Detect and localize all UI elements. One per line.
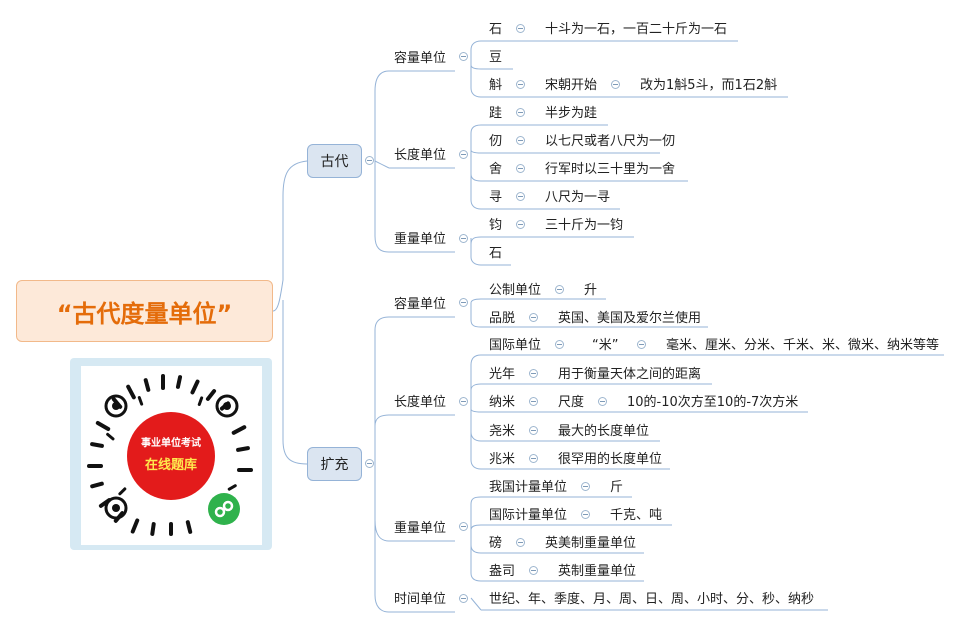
extended-length-item-0-desc[interactable]: “米” — [592, 338, 619, 353]
extended-length-label[interactable]: 长度单位 — [394, 395, 447, 410]
collapse-icon[interactable] — [611, 80, 620, 89]
collapse-ancient-capacity-icon[interactable] — [459, 52, 468, 61]
extended-time-value[interactable]: 世纪、年、季度、月、周、日、周、小时、分、秒、纳秒 — [489, 592, 815, 607]
extended-weight-label[interactable]: 重量单位 — [394, 521, 447, 536]
root-topic[interactable]: “古代度量单位” — [16, 280, 273, 342]
ancient-length-item-3-name[interactable]: 寻 — [489, 190, 503, 205]
extended-weight-item-3-desc[interactable]: 英制重量单位 — [558, 564, 637, 579]
branch-ancient[interactable]: 古代 — [307, 144, 362, 178]
qr-center-line1: 事业单位考试 — [141, 438, 201, 449]
extended-time-label[interactable]: 时间单位 — [394, 592, 447, 607]
extended-weight-item-1-name[interactable]: 国际计量单位 — [489, 508, 568, 523]
collapse-icon[interactable] — [516, 136, 525, 145]
ancient-capacity-item-1-name[interactable]: 豆 — [489, 50, 503, 65]
extended-capacity-item-0-desc[interactable]: 升 — [584, 283, 598, 298]
extended-length-item-2-desc[interactable]: 尺度 — [558, 395, 585, 410]
ancient-capacity-item-0-name[interactable]: 石 — [489, 22, 503, 37]
collapse-icon[interactable] — [529, 566, 538, 575]
collapse-icon[interactable] — [581, 510, 590, 519]
collapse-icon[interactable] — [598, 397, 607, 406]
collapse-icon[interactable] — [637, 340, 646, 349]
collapse-ancient-weight-icon[interactable] — [459, 234, 468, 243]
collapse-icon[interactable] — [529, 397, 538, 406]
collapse-icon[interactable] — [516, 192, 525, 201]
ancient-length-item-1-name[interactable]: 仞 — [489, 134, 503, 149]
extended-length-item-3-name[interactable]: 尧米 — [489, 424, 516, 439]
ancient-capacity-item-0-desc[interactable]: 十斗为一石，一百二十斤为一石 — [545, 22, 728, 37]
collapse-icon[interactable] — [529, 426, 538, 435]
collapse-icon[interactable] — [529, 313, 538, 322]
extended-capacity-item-0-name[interactable]: 公制单位 — [489, 283, 542, 298]
branch-extended[interactable]: 扩充 — [307, 447, 362, 481]
extended-weight-item-2-name[interactable]: 磅 — [489, 536, 503, 551]
collapse-extended-length-icon[interactable] — [459, 397, 468, 406]
ancient-weight-item-0-desc[interactable]: 三十斤为一钧 — [545, 218, 624, 233]
extended-weight-item-3-name[interactable]: 盎司 — [489, 564, 516, 579]
collapse-ancient-icon[interactable] — [365, 156, 374, 165]
extended-length-item-4-desc[interactable]: 很罕用的长度单位 — [558, 452, 663, 467]
extended-weight-item-1-desc[interactable]: 千克、吨 — [610, 508, 663, 523]
collapse-icon[interactable] — [516, 164, 525, 173]
ancient-length-item-3-desc[interactable]: 八尺为一寻 — [545, 190, 611, 205]
qr-code-image — [87, 374, 253, 536]
collapse-icon[interactable] — [516, 220, 525, 229]
ancient-length-item-0-desc[interactable]: 半步为跬 — [545, 106, 598, 121]
extended-capacity-label[interactable]: 容量单位 — [394, 297, 447, 312]
collapse-icon[interactable] — [581, 482, 590, 491]
ancient-capacity-item-2-desc[interactable]: 宋朝开始 — [545, 78, 598, 93]
collapse-icon[interactable] — [529, 454, 538, 463]
collapse-extended-time-icon[interactable] — [459, 594, 468, 603]
ancient-length-item-2-desc[interactable]: 行军时以三十里为一舍 — [545, 162, 676, 177]
ancient-capacity-item-2-detail[interactable]: 改为1斛5斗，而1石2斛 — [640, 78, 778, 93]
ancient-length-label[interactable]: 长度单位 — [394, 148, 447, 163]
collapse-extended-icon[interactable] — [365, 459, 374, 468]
ancient-capacity-item-2-name[interactable]: 斛 — [489, 78, 503, 93]
extended-length-item-0-detail[interactable]: 毫米、厘米、分米、千米、米、微米、纳米等等 — [666, 338, 940, 353]
extended-length-item-1-name[interactable]: 光年 — [489, 367, 516, 382]
collapse-icon[interactable] — [516, 108, 525, 117]
collapse-extended-weight-icon[interactable] — [459, 522, 468, 531]
ancient-length-item-2-name[interactable]: 舍 — [489, 162, 503, 177]
collapse-icon[interactable] — [516, 24, 525, 33]
extended-length-item-3-desc[interactable]: 最大的长度单位 — [558, 424, 650, 439]
extended-length-item-4-name[interactable]: 兆米 — [489, 452, 516, 467]
collapse-icon[interactable] — [516, 80, 525, 89]
collapse-ancient-length-icon[interactable] — [459, 150, 468, 159]
extended-weight-item-0-name[interactable]: 我国计量单位 — [489, 480, 568, 495]
collapse-icon[interactable] — [555, 340, 564, 349]
ancient-length-item-1-desc[interactable]: 以七尺或者八尺为一仞 — [545, 134, 676, 149]
extended-capacity-item-1-name[interactable]: 品脱 — [489, 311, 516, 326]
extended-length-item-2-detail[interactable]: 10的-10次方至10的-7次方米 — [627, 395, 799, 410]
ancient-weight-item-0-name[interactable]: 钧 — [489, 218, 503, 233]
extended-weight-item-2-desc[interactable]: 英美制重量单位 — [545, 536, 637, 551]
extended-length-item-2-name[interactable]: 纳米 — [489, 395, 516, 410]
collapse-icon[interactable] — [555, 285, 564, 294]
extended-weight-item-0-desc[interactable]: 斤 — [610, 480, 624, 495]
collapse-icon[interactable] — [516, 538, 525, 547]
collapse-extended-capacity-icon[interactable] — [459, 298, 468, 307]
ancient-weight-item-1-name[interactable]: 石 — [489, 246, 503, 261]
ancient-capacity-label[interactable]: 容量单位 — [394, 51, 447, 66]
extended-length-item-0-name[interactable]: 国际单位 — [489, 338, 542, 353]
qr-center-line2: 在线题库 — [144, 458, 197, 473]
extended-capacity-item-1-desc[interactable]: 英国、美国及爱尔兰使用 — [558, 311, 702, 326]
ancient-length-item-0-name[interactable]: 跬 — [489, 106, 503, 121]
collapse-icon[interactable] — [529, 369, 538, 378]
ancient-weight-label[interactable]: 重量单位 — [394, 232, 447, 247]
extended-length-item-1-desc[interactable]: 用于衡量天体之间的距离 — [558, 367, 702, 382]
